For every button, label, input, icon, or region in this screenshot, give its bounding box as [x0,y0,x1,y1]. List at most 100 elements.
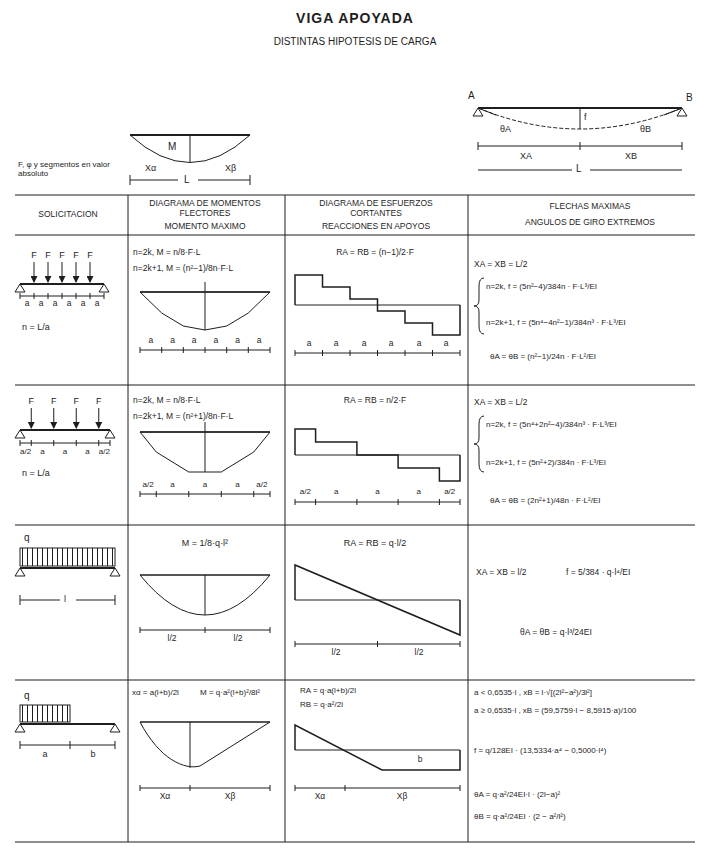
formula-label: Xα [160,792,171,802]
formula-label: n=2k, M = n/8·F·L [133,396,201,406]
formula-label: n=2k+1, f = (5n⁴−4n²−1)/384n³ · F·L³/EI [486,318,626,327]
formula-label: n=2k+1, M = (n²+1)/8n·F·L [133,412,233,422]
formula-label: a [334,339,339,349]
formula-label: XA [520,151,532,161]
formula-label: FLECHAS MAXIMAS [550,202,631,212]
formula-label: MOMENTO MAXIMO [164,222,245,232]
formula-label: a [375,487,379,496]
formula-label: a [444,339,449,349]
formula-label: a [235,480,239,489]
formula-label: DIAGRAMA DE MOMENTOS FLECTORES [135,199,275,219]
formula-label: a [25,299,30,309]
formula-label: F [73,250,79,260]
formula-label: n=2k, f = (5n⁴+2n²−4)/384n³ · F·L³/EI [486,420,617,429]
formula-label: DIAGRAMA DE ESFUERZOS CORTANTES [306,199,446,219]
formula-label: M = q·a²(l+b)²/8l² [200,688,260,697]
formula-label: a [170,336,175,346]
formula-label: f [584,112,587,122]
formula-label: l/2 [332,648,341,658]
formula-label: a [192,336,197,346]
row1-figures [15,262,484,356]
formula-label: XA = XB = L/2 [474,398,527,408]
formula-label: θB = q·a²/24EI · (2 − a²/l²) [474,812,566,821]
formula-label: RB = q·a²/2l [300,700,343,709]
formula-label: F [31,250,37,260]
formula-label: a [85,447,89,456]
formula-label: a [95,299,100,309]
formula-label: a/2 [20,447,31,456]
reference-figures [130,108,687,185]
formula-label: a [148,336,153,346]
formula-label: l/2 [234,634,243,644]
row4-figures [15,705,460,791]
formula-label: Xα [315,792,326,802]
formula-label: f = 5/384 · q·l⁴/EI [566,568,630,578]
formula-label: M [168,141,176,153]
table-grid [15,195,695,842]
formula-label: Xβ [225,792,236,802]
formula-label: a/2 [300,487,311,496]
formula-label: XB [625,151,637,161]
formula-label: θA = θB = (2n²+1)/48n · F·L²/EI [490,496,601,505]
formula-label: a [213,336,218,346]
formula-label: n=2k+1, f = (5n²+2)/384n · F·L³/EI [486,458,606,467]
formula-label: XA = XB = L/2 [474,260,527,270]
formula-label: RA = RB = q·l/2 [344,538,407,548]
formula-label: a [334,487,338,496]
formula-label: a/2 [143,480,154,489]
formula-label: f = q/128EI · (13,5334·a⁴ − 0,5000·l⁴) [474,746,606,755]
formula-label: L [576,163,582,175]
formula-label: Xβ [397,792,408,802]
formula-label: a [362,339,367,349]
formula-label: a [417,339,422,349]
formula-label: B [686,92,693,104]
formula-label: F [59,250,65,260]
formula-label: a [42,749,47,759]
formula-label: ANGULOS DE GIRO EXTREMOS [525,218,655,228]
formula-label: a [63,447,67,456]
formula-label: F [51,396,57,406]
formula-label: RA = q·a(l+b)/2l [300,686,356,695]
formula-label: b [418,755,423,765]
row2-figures [15,408,484,505]
formula-label: a/2 [444,487,455,496]
formula-label: a [257,336,262,346]
formula-label: n = L/a [22,468,50,478]
formula-label: REACCIONES EN APOYOS [322,222,430,232]
formula-label: n=2k, M = n/8·F·L [133,248,201,258]
formula-label: SOLICITACION [38,210,97,220]
formula-label: θA = q·a²/24EI·l · (2l−a)² [474,790,560,799]
formula-label: θA = θB = (n²−1)/24n · F·L²/EI [490,352,596,361]
formula-label: a < 0,6535·l , xB = l·√[(2l²−a²)/3l²] [474,688,592,697]
page-title: VIGA APOYADA [296,10,414,26]
formula-label: θA = θB = q·l³/24EI [520,628,592,638]
formula-label: F, φ y segmentos en valor absoluto [18,160,113,178]
formula-label: b [90,749,95,759]
formula-label: xα = a(l+b)/2l [132,688,179,697]
formula-label: a [170,480,174,489]
formula-label: a [39,299,44,309]
formula-label: a [417,487,421,496]
formula-label: θA [500,124,511,134]
formula-label: q [24,690,30,702]
formula-label: q [24,532,30,544]
formula-label: a [81,299,86,309]
formula-label: F [74,396,80,406]
formula-label: F [87,250,93,260]
formula-label: a [53,299,58,309]
formula-label: n = L/a [22,322,50,332]
formula-label: Xβ [225,163,236,173]
subtitle: DISTINTAS HIPOTESIS DE CARGA [274,36,437,48]
formula-label: a [307,339,312,349]
formula-label: RA = RB = (n−1)/2·F [336,248,414,258]
formula-label: a/2 [99,447,110,456]
formula-label: M = 1/8·q·l² [182,538,228,548]
formula-label: a ≥ 0,6535·l , xB = (59,5759·l − 8,5915·… [474,706,636,715]
formula-label: a [235,336,240,346]
formula-label: a [40,447,44,456]
formula-label: F [45,250,51,260]
formula-label: Xα [145,163,156,173]
formula-label: n=2k, f = (5n²−4)/384n · F·L³/EI [486,282,597,291]
formula-label: a/2 [256,480,267,489]
formula-label: F [29,396,35,406]
